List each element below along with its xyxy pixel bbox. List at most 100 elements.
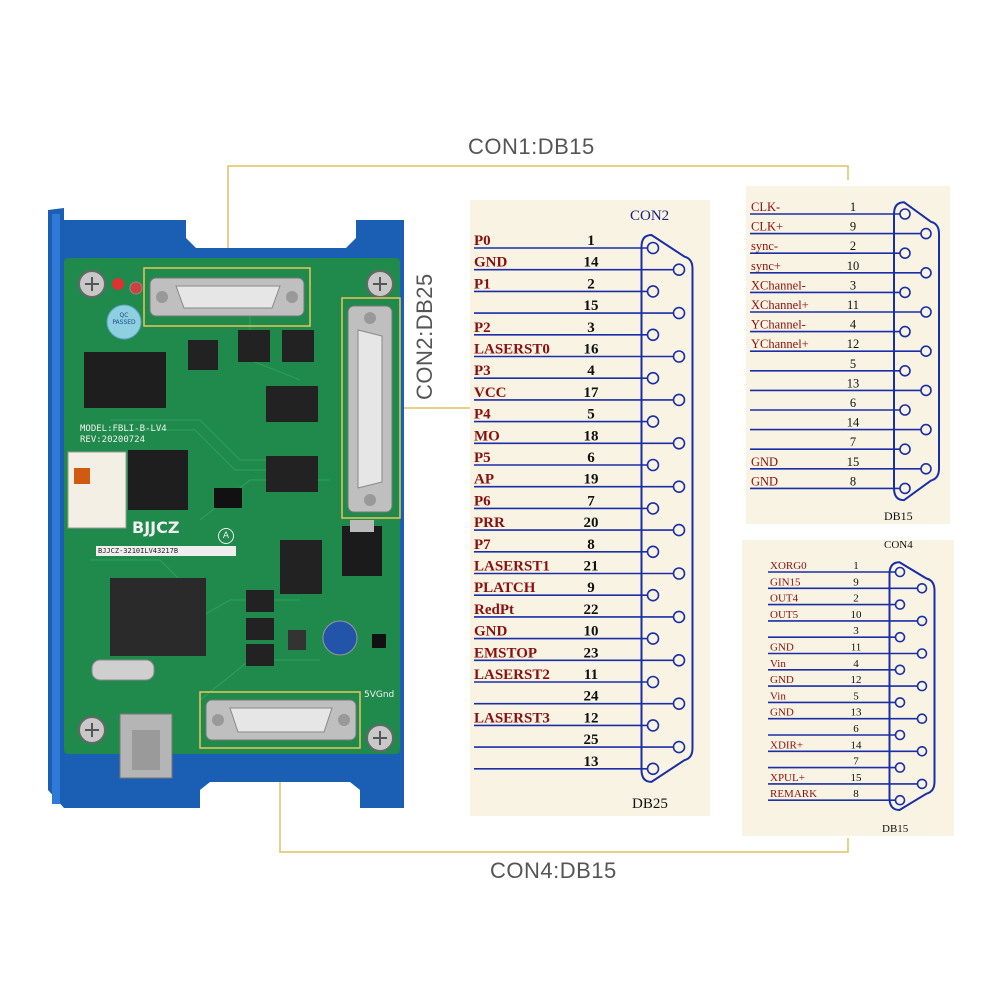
con1-pinout-panel bbox=[746, 186, 950, 524]
con4-pin-socket bbox=[916, 615, 928, 627]
con1-pin-number: 12 bbox=[847, 337, 860, 351]
con2-pin-socket bbox=[646, 632, 660, 645]
voltage-regulator bbox=[342, 526, 382, 576]
con1-pin-socket bbox=[899, 404, 911, 416]
con2-pin-socket bbox=[646, 588, 660, 602]
con2-pin-socket bbox=[672, 350, 686, 363]
con1-pin-label: YChannel+ bbox=[751, 337, 809, 351]
con4-pin-number: 6 bbox=[853, 723, 859, 735]
con2-pin-socket bbox=[646, 328, 660, 342]
con2-pin-socket bbox=[672, 436, 686, 450]
con4-pin-number: 3 bbox=[853, 625, 859, 637]
con4-pin-label: GND bbox=[770, 674, 794, 686]
con2-pin-socket bbox=[672, 567, 686, 580]
con4-title: CON4 bbox=[884, 539, 913, 551]
con4-pin-number: 10 bbox=[851, 609, 863, 621]
con2-pin-label: P6 bbox=[474, 493, 491, 509]
board-brand-label: BJJCZ bbox=[132, 518, 180, 537]
con1-pin-socket bbox=[899, 208, 911, 220]
qc-badge-line2: PASSED bbox=[112, 319, 136, 326]
con4-pin-number: 14 bbox=[851, 739, 863, 751]
con2-pin-label: LASERST0 bbox=[474, 342, 550, 358]
con2-pin-label: MO bbox=[474, 428, 500, 444]
con1-pin-socket bbox=[920, 384, 932, 397]
con4-pin-socket bbox=[894, 729, 906, 741]
con1-pin-number: 5 bbox=[850, 357, 856, 371]
con2-pin-socket bbox=[646, 285, 660, 298]
con2-pin-label: P3 bbox=[474, 363, 491, 379]
con2-pin-socket bbox=[646, 241, 660, 255]
certificate-sticker bbox=[67, 451, 127, 529]
fpga-chip bbox=[128, 450, 188, 510]
con2-footer: DB25 bbox=[632, 796, 668, 812]
con1-footer: DB15 bbox=[884, 509, 913, 523]
con2-pin-label: P2 bbox=[474, 320, 491, 336]
con2-pin-number: 15 bbox=[584, 298, 599, 314]
con2-pin-socket bbox=[646, 458, 660, 472]
con4-pin-socket bbox=[894, 794, 906, 806]
con2-title: CON2 bbox=[630, 208, 669, 224]
con2-pin-number: 6 bbox=[587, 450, 595, 466]
con4-shell bbox=[888, 561, 936, 811]
con2-pin-socket bbox=[646, 371, 660, 385]
con2-pin-label: P7 bbox=[474, 537, 491, 553]
con4-pin-socket bbox=[916, 582, 928, 594]
con4-pin-socket bbox=[916, 713, 928, 725]
con4-pin-label: OUT4 bbox=[770, 593, 799, 605]
con2-pin-number: 20 bbox=[584, 515, 599, 531]
con4-pin-number: 7 bbox=[853, 756, 859, 768]
con1-pin-label: CLK- bbox=[751, 200, 780, 214]
con4-pin-number: 11 bbox=[851, 642, 862, 654]
con4-pin-socket bbox=[894, 762, 906, 773]
con1-callout-title: CON1:DB15 bbox=[468, 134, 595, 159]
con1-pin-number: 13 bbox=[847, 376, 860, 390]
con1-pin-socket bbox=[920, 423, 932, 436]
con2-pin-number: 13 bbox=[584, 754, 599, 770]
con4-pin-number: 13 bbox=[851, 707, 863, 719]
con1-pin-number: 14 bbox=[847, 416, 860, 430]
con1-pin-socket bbox=[920, 462, 932, 475]
con2-pin-number: 16 bbox=[584, 342, 600, 358]
con2-pin-number: 21 bbox=[584, 559, 599, 575]
con4-pin-socket bbox=[916, 778, 928, 790]
con2-pin-socket bbox=[672, 306, 686, 320]
con4-pin-number: 5 bbox=[853, 690, 859, 702]
con2-pin-socket bbox=[646, 675, 660, 689]
con4-callout-title: CON4:DB15 bbox=[490, 858, 617, 883]
con2-pin-label: PLATCH bbox=[474, 580, 536, 596]
con1-pin-socket bbox=[899, 482, 911, 495]
con2-pin-label: LASERST2 bbox=[474, 667, 550, 683]
con1-pin-label: sync+ bbox=[751, 259, 781, 273]
con4-pin-label: GND bbox=[770, 642, 794, 654]
con1-pin-socket bbox=[920, 306, 932, 318]
con1-pin-number: 11 bbox=[847, 298, 859, 312]
capacitor-icon bbox=[322, 620, 358, 656]
con4-pin-label: XPUL+ bbox=[770, 772, 805, 784]
con2-pin-number: 8 bbox=[587, 537, 595, 553]
con4-pin-number: 4 bbox=[853, 658, 859, 670]
con4-pin-socket bbox=[916, 680, 928, 692]
con1-pin-socket bbox=[899, 286, 911, 299]
con4-pin-socket bbox=[894, 697, 906, 708]
con1-pin-label: sync- bbox=[751, 239, 778, 253]
con1-pin-number: 7 bbox=[850, 435, 856, 449]
con4-footer: DB15 bbox=[882, 823, 909, 835]
mounting-screw-icons bbox=[78, 270, 394, 752]
con4-pin-label: REMARK bbox=[770, 788, 817, 800]
con2-pin-socket bbox=[646, 415, 660, 428]
board-5vgnd-label: 5VGnd bbox=[364, 690, 395, 700]
con2-pin-label: PRR bbox=[474, 515, 505, 531]
con2-pin-number: 19 bbox=[584, 472, 599, 488]
con1-pin-label: YChannel- bbox=[751, 318, 806, 332]
con2-pin-socket bbox=[672, 480, 686, 494]
con2-pin-socket bbox=[672, 740, 686, 754]
con2-pin-socket bbox=[646, 545, 660, 559]
con4-pin-number: 8 bbox=[853, 788, 859, 800]
con2-outline bbox=[341, 297, 401, 519]
con2-pin-number: 23 bbox=[584, 645, 599, 661]
con2-pin-label: EMSTOP bbox=[474, 645, 537, 661]
con2-pin-number: 1 bbox=[587, 233, 595, 249]
con2-pin-socket bbox=[672, 263, 686, 277]
